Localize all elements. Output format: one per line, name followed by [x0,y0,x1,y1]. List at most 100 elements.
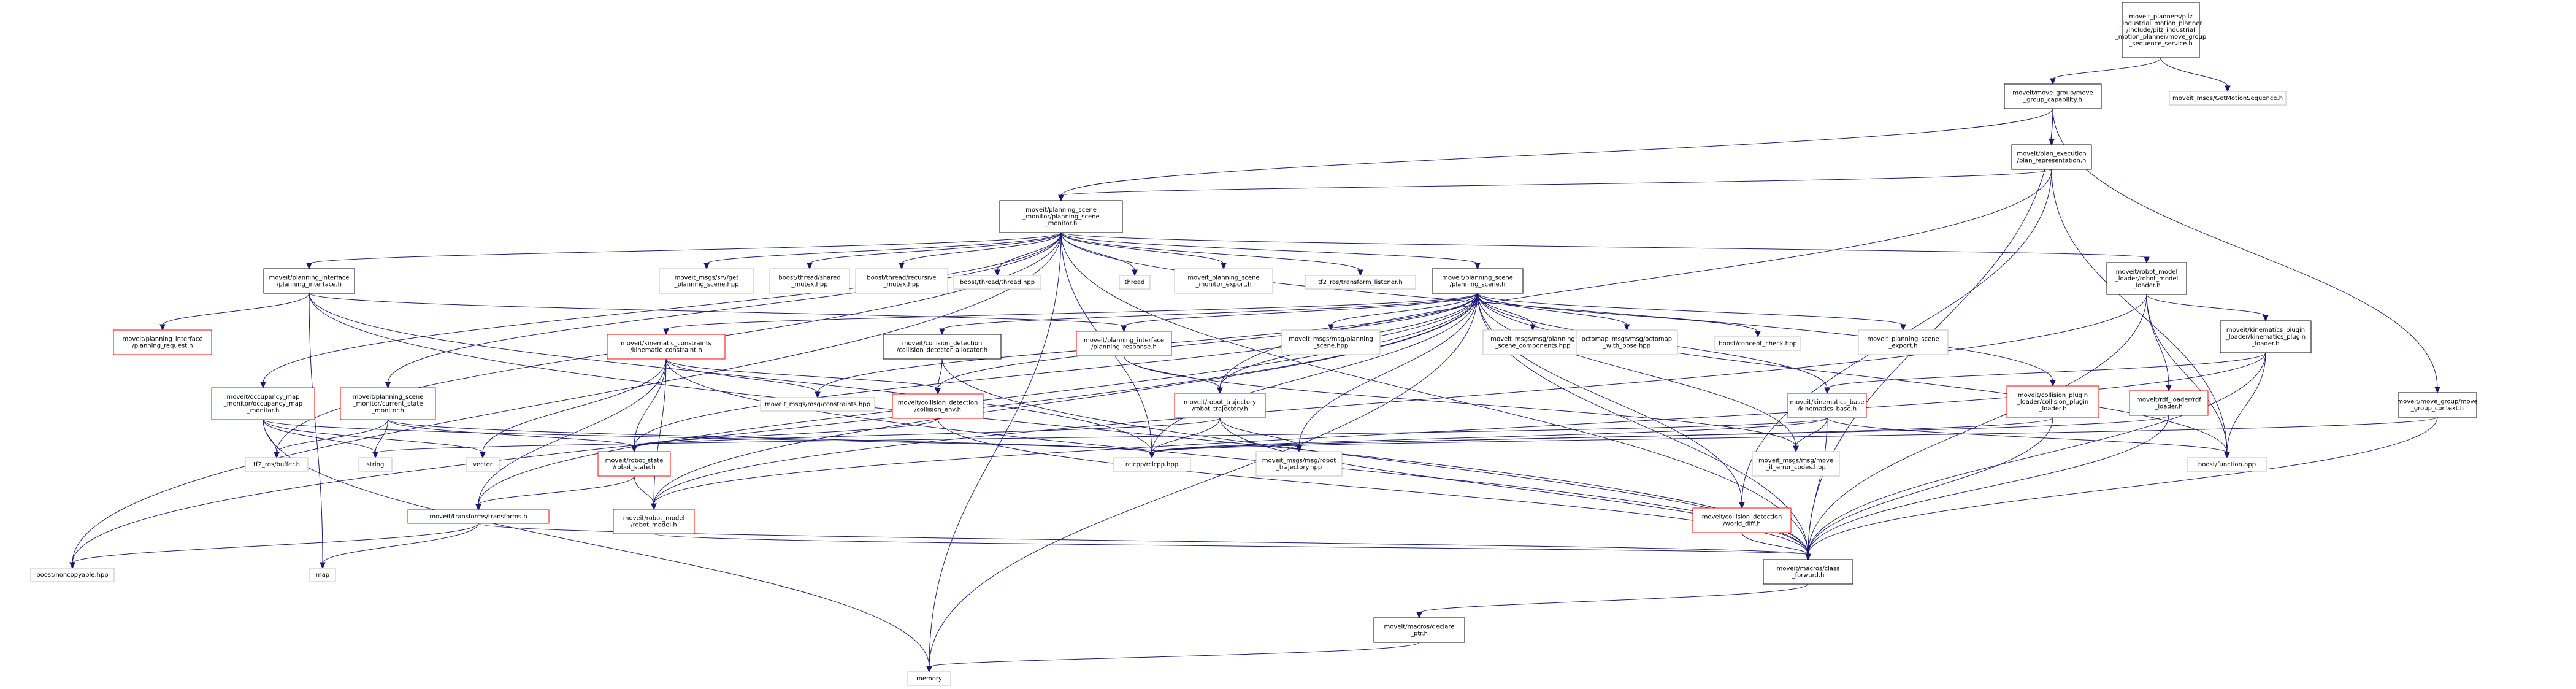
edge-ps-to-bfunc [1477,293,2230,459]
node-box [1281,329,1381,355]
node-label-line: _export.h [1888,343,1918,350]
node-kc[interactable]: moveit/kinematic_constraints/kinematic_c… [607,334,726,360]
node-label-line: moveit_msgs/msg/planning [1289,336,1373,343]
node-box [1113,457,1191,472]
node-label-line: /kinematics_base.h [1798,406,1857,413]
node-label-line: _scene_components.hpp [1494,343,1570,350]
edge-ps-to-wdf [1477,293,1745,509]
node-label-line: moveit_msgs/msg/move [1758,458,1833,464]
edge-ps-to-concept [1477,293,1761,338]
node-ps[interactable]: moveit/planning_scene/planning_scene.h [1432,268,1524,294]
node-getps: moveit_msgs/srv/get_planning_scene.hpp [659,268,754,294]
node-cenv[interactable]: moveit/collision_detection/collision_env… [892,393,984,419]
node-rml[interactable]: moveit/robot_model_loader/robot_model_lo… [2106,262,2187,295]
node-mgcap[interactable]: moveit/move_group/move_group_capability.… [2004,83,2102,109]
node-label-line: _planning_scene.hpp [674,282,739,288]
node-rm[interactable]: moveit/robot_model/robot_model.h [613,509,695,534]
node-label-line: /robot_state.h [613,464,656,471]
node-label-line: moveit/planning_interface [269,275,350,282]
node-label-line: /planning_request.h [132,343,193,350]
node-kpl[interactable]: moveit/kinematics_plugin_loader/kinemati… [2220,320,2312,353]
edge-pi-to-preq [159,293,310,331]
edge-pi-to-map [309,293,326,569]
node-cpl[interactable]: moveit/collision_plugin_loader/collision… [2006,385,2099,418]
node-box [855,268,948,294]
node-box [1787,393,1867,418]
node-shmutex: boost/thread/shared_mutex.hpp [769,268,850,294]
node-box [2122,2,2200,58]
node-rt[interactable]: moveit/robot_trajectory/robot_trajectory… [1174,393,1266,418]
node-declare[interactable]: moveit/macros/declare_ptr.h [1373,617,1465,643]
edge-ps-to-presp [1121,293,1478,333]
edge-psm-to-om [260,232,1062,389]
node-psm[interactable]: moveit/planning_scene_monitor/planning_s… [999,200,1123,233]
node-label-line: boost/noncopyable.hpp [36,572,108,579]
node-label-line: boost/thread/recursive [867,275,936,282]
node-box [1858,329,1949,355]
node-box [30,568,115,582]
node-tf2buf: tf2_ros/buffer.h [245,457,309,472]
node-label-line: _loader.h [2132,282,2160,289]
node-label-line: moveit/kinematics_plugin [2226,327,2305,334]
edge-mgctx-to-macros [1805,417,2438,561]
node-psexport: moveit_planning_scene_export.h [1858,329,1949,355]
node-thread: thread [1119,275,1151,290]
node-label-line: moveit/planning_scene [353,394,424,401]
node-presp[interactable]: moveit/planning_interface/planning_respo… [1076,331,1172,356]
node-box [907,671,951,686]
node-label-line: moveit_planners/pilz [2129,13,2193,20]
node-root[interactable]: moveit_planners/pilz_industrial_motion_p… [2115,2,2207,58]
node-csm[interactable]: moveit/planning_scene_monitor/current_st… [340,387,436,420]
node-box [1714,336,1801,351]
edge-kpl-to-rm [651,352,2266,510]
edge-mgcap-to-psm [1058,108,2053,202]
node-label-line: moveit/robot_state [605,458,664,464]
edge-psm-to-shmutex [807,232,1062,270]
node-label-line: _sequence_service.h [2128,40,2193,47]
edge-om-to-string [263,419,378,459]
edge-psm-to-tf2listener [1060,232,1363,277]
node-label-line: _monitor/current_state [353,401,423,407]
node-label-line: _monitor/occupancy_map [223,401,302,407]
node-label-line: _ptr.h [1410,631,1428,637]
node-label-line: moveit/plan_execution [2017,151,2086,158]
node-label-line: moveit/occupancy_map [227,394,300,401]
node-msgrt: moveit_msgs/msg/robot_trajectory.hpp [1255,451,1343,477]
node-kb[interactable]: moveit/kinematics_base/kinematics_base.h [1787,393,1867,418]
node-label-line: moveit_msgs/GetMotionSequence.h [2172,95,2283,102]
node-rdf[interactable]: moveit/rdf_loader/rdf_loader.h [2129,390,2209,416]
edge-ps-to-mspsc [1328,293,1478,331]
edge-kb-to-bfunc [1827,417,2230,459]
edge-rml-to-rm [651,294,2147,510]
node-wdf[interactable]: moveit/collision_detection/world_diff.h [1692,507,1792,533]
node-box [211,387,315,420]
edge-cdalloc-to-macros [941,358,1811,561]
node-preq[interactable]: moveit/planning_interface/planning_reque… [113,329,212,355]
node-label-line: boost/thread/thread.hpp [960,279,1035,286]
node-label-line: tf2_ros/transform_listener.h [1318,279,1402,286]
node-label-line: moveit/planning_scene [1442,275,1513,282]
node-rs[interactable]: moveit/robot_state/robot_state.h [597,451,671,477]
node-box [2011,144,2092,170]
node-macros[interactable]: moveit/macros/class_forward.h [1763,559,1853,585]
node-label-line: moveit/collision_plugin [2018,392,2088,399]
node-label-line: _it_error_codes.hpp [1765,464,1825,471]
edge-pi-to-rclcpp [309,293,1155,459]
edge-cpl-to-macros [1805,417,2053,561]
edge-kc-to-rs [631,358,667,453]
node-label-line: _monitor.h [247,407,280,414]
node-tt[interactable]: moveit/transforms/transforms.h [407,509,550,524]
node-pi[interactable]: moveit/planning_interface/planning_inter… [263,268,355,294]
node-label-line: moveit/move_group/move [2012,90,2093,97]
node-planexec[interactable]: moveit/plan_execution/plan_representatio… [2011,144,2092,170]
node-mgctx[interactable]: moveit/move_group/move_group_context.h [2397,392,2478,418]
node-cdalloc[interactable]: moveit/collision_detection/collision_det… [883,334,1002,360]
node-label-line: _forward.h [1792,572,1825,579]
node-label-line: moveit/planning_interface [123,336,203,343]
edge-psm-to-csm [385,232,1062,389]
node-om[interactable]: moveit/occupancy_map_monitor/occupancy_m… [211,387,315,420]
edge-kpl-to-kb [1824,352,2266,395]
edge-rs-to-rm [634,475,657,510]
node-label-line: moveit/robot_model [623,515,685,522]
node-box [883,334,1002,360]
